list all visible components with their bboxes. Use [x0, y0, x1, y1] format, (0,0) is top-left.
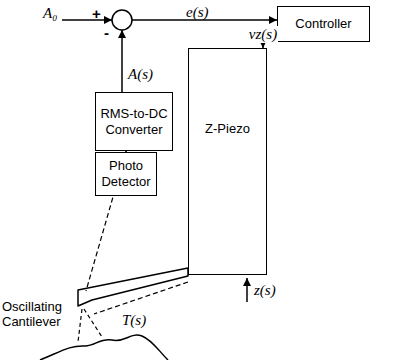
reference-label: A₀ — [43, 5, 57, 22]
tip-dashed — [84, 309, 102, 337]
displacement-arrow — [246, 278, 248, 302]
block-label: Controller — [295, 16, 351, 32]
minus-sign: - — [104, 24, 109, 41]
cantilever-label: Oscillating Cantilever — [2, 300, 72, 330]
tip-dashed — [78, 309, 82, 342]
block-box: Controller — [277, 6, 370, 42]
block-label: RMS-to-DC Converter — [100, 106, 168, 137]
block-box: Photo Detector — [95, 152, 157, 196]
block-box: Z-Piezo — [188, 48, 267, 275]
block-box: RMS-to-DC Converter — [95, 92, 173, 151]
feedback-wire — [121, 30, 123, 92]
error-label: e(s) — [186, 4, 209, 21]
signal-label: vz(s) — [248, 26, 278, 43]
reference-wire — [62, 19, 112, 21]
amplitude-label: A(s) — [128, 66, 153, 83]
summing-junction — [112, 10, 132, 30]
block-label: Photo Detector — [100, 158, 152, 189]
topography-label: T(s) — [122, 312, 146, 329]
block-label: Z-Piezo — [205, 121, 250, 137]
displacement-label: z(s) — [254, 282, 276, 299]
oscillation-dashed — [94, 282, 188, 314]
sample-surface — [40, 335, 168, 360]
beam-dashed — [86, 190, 115, 291]
plus-sign: + — [92, 5, 101, 22]
